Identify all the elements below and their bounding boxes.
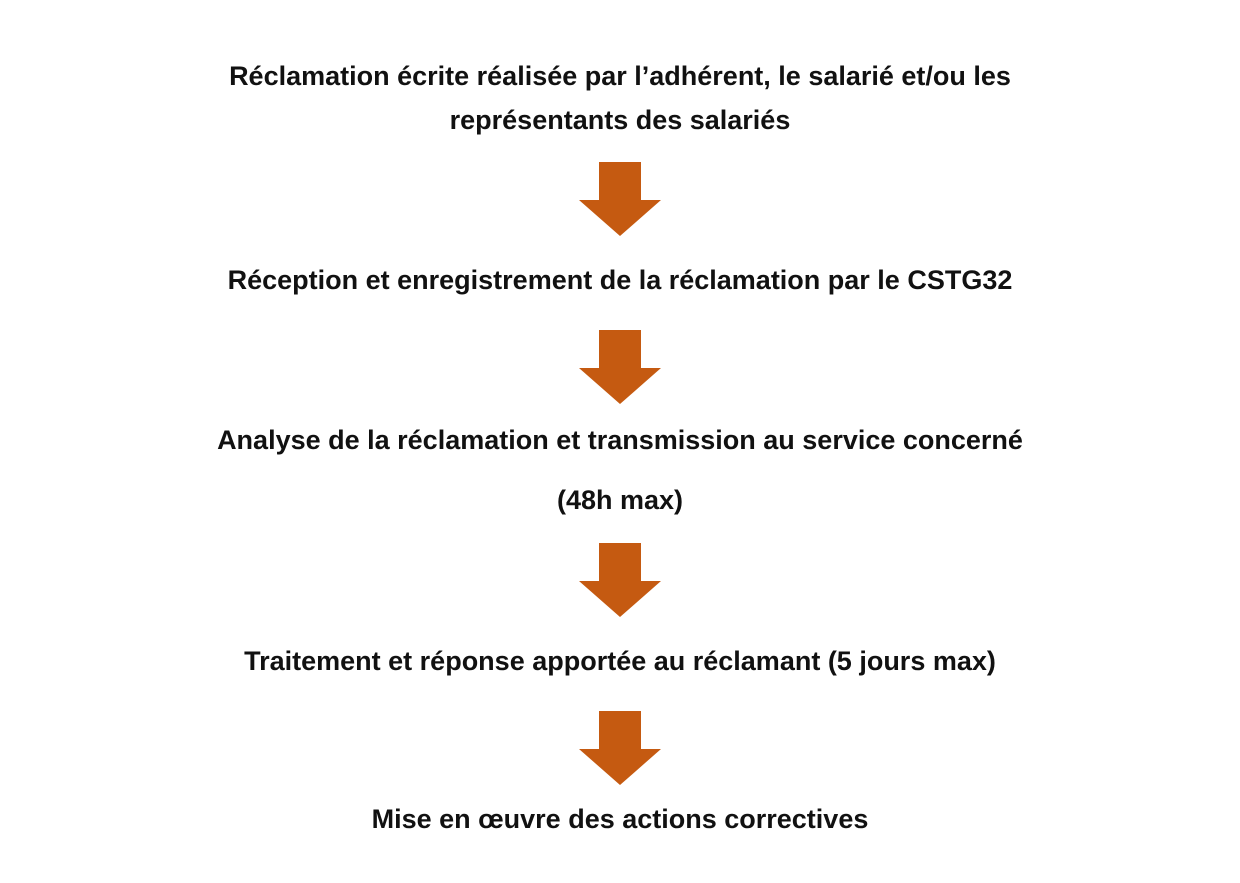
step-4-text: Traitement et réponse apportée au réclam… xyxy=(244,646,996,676)
down-arrow-icon xyxy=(579,162,661,236)
down-arrow-icon xyxy=(579,330,661,404)
down-arrow-icon xyxy=(579,543,661,617)
down-arrow-icon xyxy=(579,711,661,785)
step-2-text: Réception et enregistrement de la réclam… xyxy=(227,265,1013,295)
step-1-text: Réclamation écrite réalisée par l’adhére… xyxy=(229,61,1011,91)
step-5-text: Mise en œuvre des actions correctives xyxy=(371,804,869,834)
step-3-deadline: (48h max) xyxy=(556,485,684,515)
step-3-text: Analyse de la réclamation et transmissio… xyxy=(217,425,1023,455)
step-1-text-continued: représentants des salariés xyxy=(449,105,791,135)
